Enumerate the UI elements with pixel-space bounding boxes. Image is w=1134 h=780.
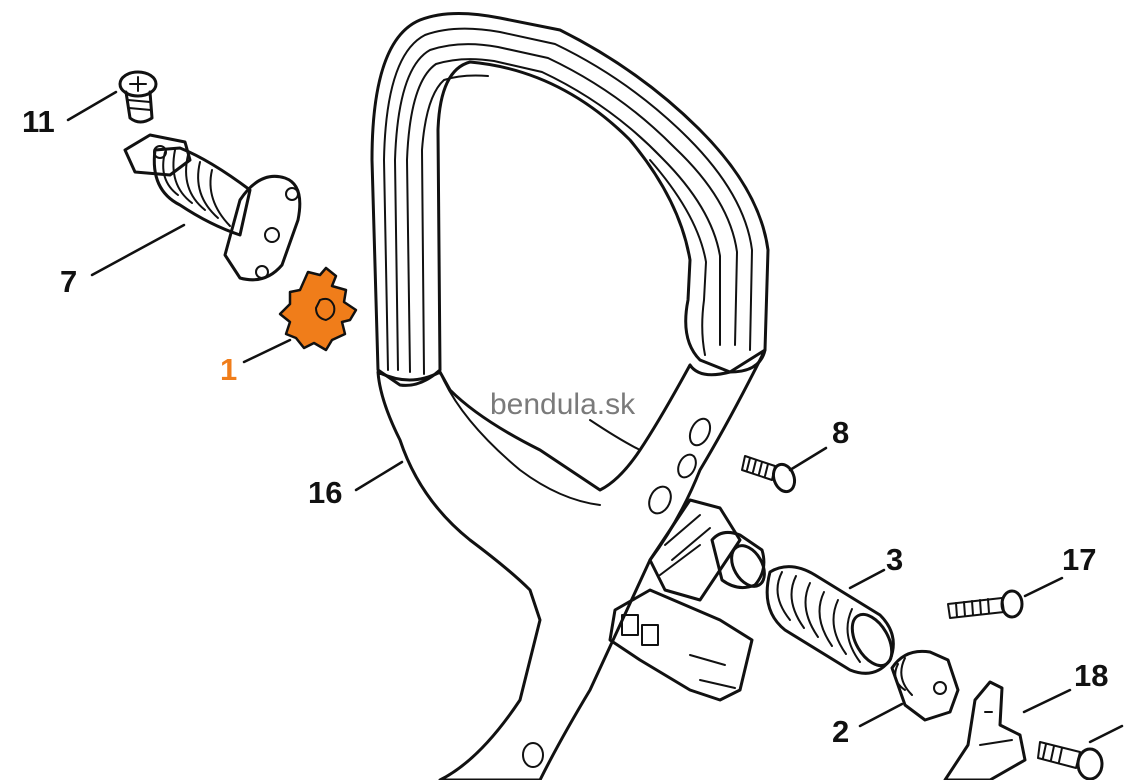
watermark-text: bendula.sk bbox=[490, 388, 636, 421]
label-part-18: 18 bbox=[1074, 658, 1108, 693]
label-part-16: 16 bbox=[308, 475, 342, 510]
label-part-2: 2 bbox=[832, 714, 849, 749]
label-part-11: 11 bbox=[22, 104, 55, 139]
screw-part-17 bbox=[947, 589, 1024, 619]
spring-part-3 bbox=[710, 530, 895, 675]
screw-part-8 bbox=[741, 455, 797, 494]
buffer-part-7 bbox=[123, 133, 302, 282]
label-part-7: 7 bbox=[60, 264, 77, 299]
label-part-8: 8 bbox=[832, 415, 849, 450]
leader-lines bbox=[66, 90, 1124, 744]
bracket-part-18 bbox=[943, 680, 1104, 780]
stopper-part-1-highlighted bbox=[278, 266, 358, 352]
label-part-17: 17 bbox=[1062, 542, 1096, 577]
screw-part-11 bbox=[118, 70, 158, 124]
label-part-3: 3 bbox=[886, 542, 903, 577]
buffer-plug-part-2 bbox=[890, 649, 960, 722]
handlebar-part-16 bbox=[370, 12, 770, 780]
label-part-1: 1 bbox=[220, 352, 237, 387]
